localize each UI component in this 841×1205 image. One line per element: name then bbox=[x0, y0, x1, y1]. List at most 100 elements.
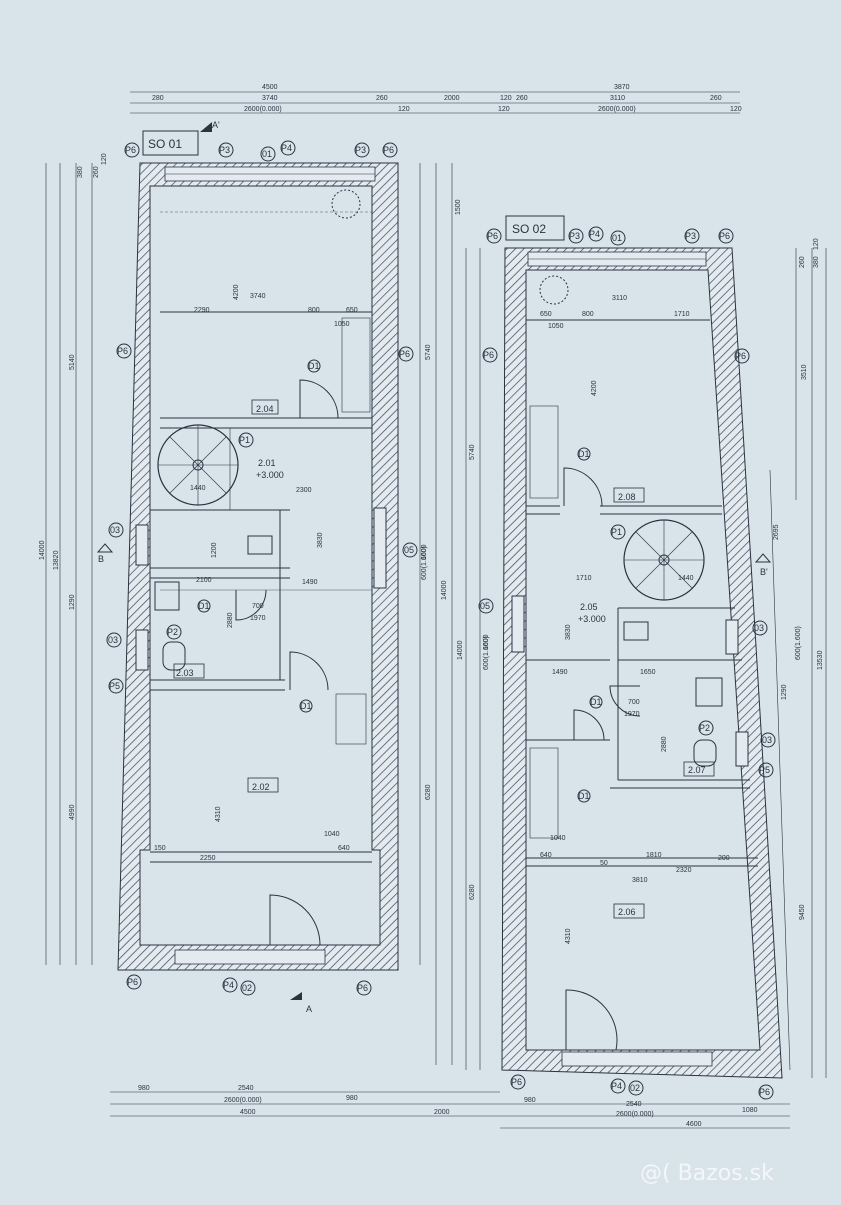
tag: P4 bbox=[223, 980, 234, 990]
dim-label: 14000 bbox=[457, 640, 464, 660]
room-label: 2.08 bbox=[618, 492, 636, 502]
dim-label: 13820 bbox=[53, 550, 60, 570]
dim-label: 2540 bbox=[626, 1101, 642, 1108]
dim-label: 120 bbox=[730, 106, 742, 113]
tag: P2 bbox=[167, 627, 178, 637]
dim-label: 14000 bbox=[39, 540, 46, 560]
dim-label: 2600(0.000) bbox=[616, 1111, 654, 1118]
dim-label: 120 bbox=[398, 106, 410, 113]
dim-label: 1050 bbox=[334, 321, 350, 328]
section-label-side: B' bbox=[760, 567, 768, 577]
tag: P6 bbox=[483, 350, 494, 360]
dim-label: 640 bbox=[338, 845, 350, 852]
bottom-dim-lines bbox=[110, 1091, 500, 1117]
dim-label: 3830 bbox=[565, 624, 572, 640]
section-marker-top bbox=[200, 122, 212, 132]
dim-label: 120 bbox=[500, 95, 512, 102]
dim-label: 13530 bbox=[817, 650, 824, 670]
dim-label: 800 bbox=[582, 311, 594, 318]
dim-label: 2000 bbox=[444, 95, 460, 102]
tag: P1 bbox=[611, 527, 622, 537]
tag: 05 bbox=[404, 545, 414, 555]
dim-label: 1040 bbox=[550, 835, 566, 842]
dim-label: 2695 bbox=[773, 524, 780, 540]
tag: P3 bbox=[355, 145, 366, 155]
dim-label: 1440 bbox=[678, 575, 694, 582]
dim-label: 1970 bbox=[250, 615, 266, 622]
dim-label: 280 bbox=[152, 95, 164, 102]
partitions bbox=[150, 211, 372, 863]
bottom-dim-lines bbox=[500, 1103, 790, 1129]
dim-label: 600(1.600) bbox=[795, 626, 802, 660]
dim-label: 650 bbox=[540, 311, 552, 318]
top-dim-lines bbox=[500, 91, 740, 114]
dim-label: 640 bbox=[540, 852, 552, 859]
tag: P3 bbox=[569, 231, 580, 241]
dim-label: 3830 bbox=[317, 532, 324, 548]
dim-label: 380 bbox=[813, 256, 820, 268]
room-label: 2.03 bbox=[176, 668, 194, 678]
tag: P6 bbox=[759, 1087, 770, 1097]
dim-label: 700 bbox=[628, 699, 640, 706]
dim-label: 1200 bbox=[211, 542, 218, 558]
plan-so01: SO 01 A' bbox=[39, 84, 510, 1117]
tag: 01 bbox=[612, 233, 622, 243]
plan-title: SO 02 bbox=[512, 222, 546, 236]
dim-label: 2600(0.000) bbox=[598, 106, 636, 113]
dim-label: 3110 bbox=[610, 95, 625, 102]
dim-label: 2300 bbox=[296, 487, 312, 494]
dim-label: 260 bbox=[710, 95, 722, 102]
dim-label: 1490 bbox=[302, 579, 318, 586]
dim-label: 2540 bbox=[238, 1085, 254, 1092]
tag: D1 bbox=[300, 701, 312, 711]
plan-title-box bbox=[142, 130, 199, 156]
tag: P5 bbox=[759, 765, 770, 775]
tag: 01 bbox=[262, 149, 272, 159]
side-window-left bbox=[511, 595, 525, 653]
tag: 05 bbox=[480, 601, 490, 611]
dim-label: 260 bbox=[799, 256, 806, 268]
dim-label: 3110 bbox=[612, 295, 627, 302]
dim-label: 2250 bbox=[200, 855, 216, 862]
dim-label: 4500 bbox=[240, 1109, 256, 1116]
dim-label: 2320 bbox=[676, 867, 692, 874]
tag: P6 bbox=[125, 145, 136, 155]
dim-label: 1600 bbox=[421, 544, 428, 560]
dim-label: 600(1.600) bbox=[483, 636, 490, 670]
tag: P6 bbox=[357, 983, 368, 993]
plant-decor bbox=[331, 189, 361, 219]
dim-label: 2000 bbox=[434, 1109, 450, 1116]
left-dim-lines bbox=[45, 163, 93, 965]
dim-label: 3870 bbox=[614, 84, 630, 91]
dim-label: 4990 bbox=[69, 804, 76, 820]
left-dim-lines bbox=[465, 248, 481, 1070]
dim-label: 1490 bbox=[552, 669, 568, 676]
tag: P6 bbox=[735, 351, 746, 361]
dim-label: 1710 bbox=[576, 575, 592, 582]
tag: 02 bbox=[242, 983, 252, 993]
dim-label: 4310 bbox=[565, 928, 572, 944]
tag: 03 bbox=[754, 623, 764, 633]
section-label-bottom: A bbox=[306, 1004, 312, 1014]
dim-label: 1970 bbox=[624, 711, 640, 718]
dim-label: 120 bbox=[101, 153, 108, 165]
dim-label: 1650 bbox=[640, 669, 656, 676]
dim-label: 1050 bbox=[548, 323, 564, 330]
shower bbox=[695, 677, 723, 707]
tag: D1 bbox=[578, 449, 590, 459]
tag: D1 bbox=[308, 361, 320, 371]
washbasin bbox=[247, 535, 273, 555]
dim-label: 1440 bbox=[190, 485, 206, 492]
room-level: +3.000 bbox=[256, 470, 284, 480]
dim-label: 650 bbox=[346, 307, 358, 314]
tag: P2 bbox=[699, 723, 710, 733]
spiral-stair bbox=[623, 519, 705, 601]
dim-label: 6280 bbox=[425, 784, 432, 800]
dim-label: 4310 bbox=[215, 806, 222, 822]
room-label: 2.05 bbox=[580, 602, 598, 612]
shower bbox=[154, 581, 180, 611]
side-window-right-2 bbox=[735, 731, 749, 767]
dim-label: 9450 bbox=[799, 904, 806, 920]
dim-label: 50 bbox=[600, 860, 608, 867]
